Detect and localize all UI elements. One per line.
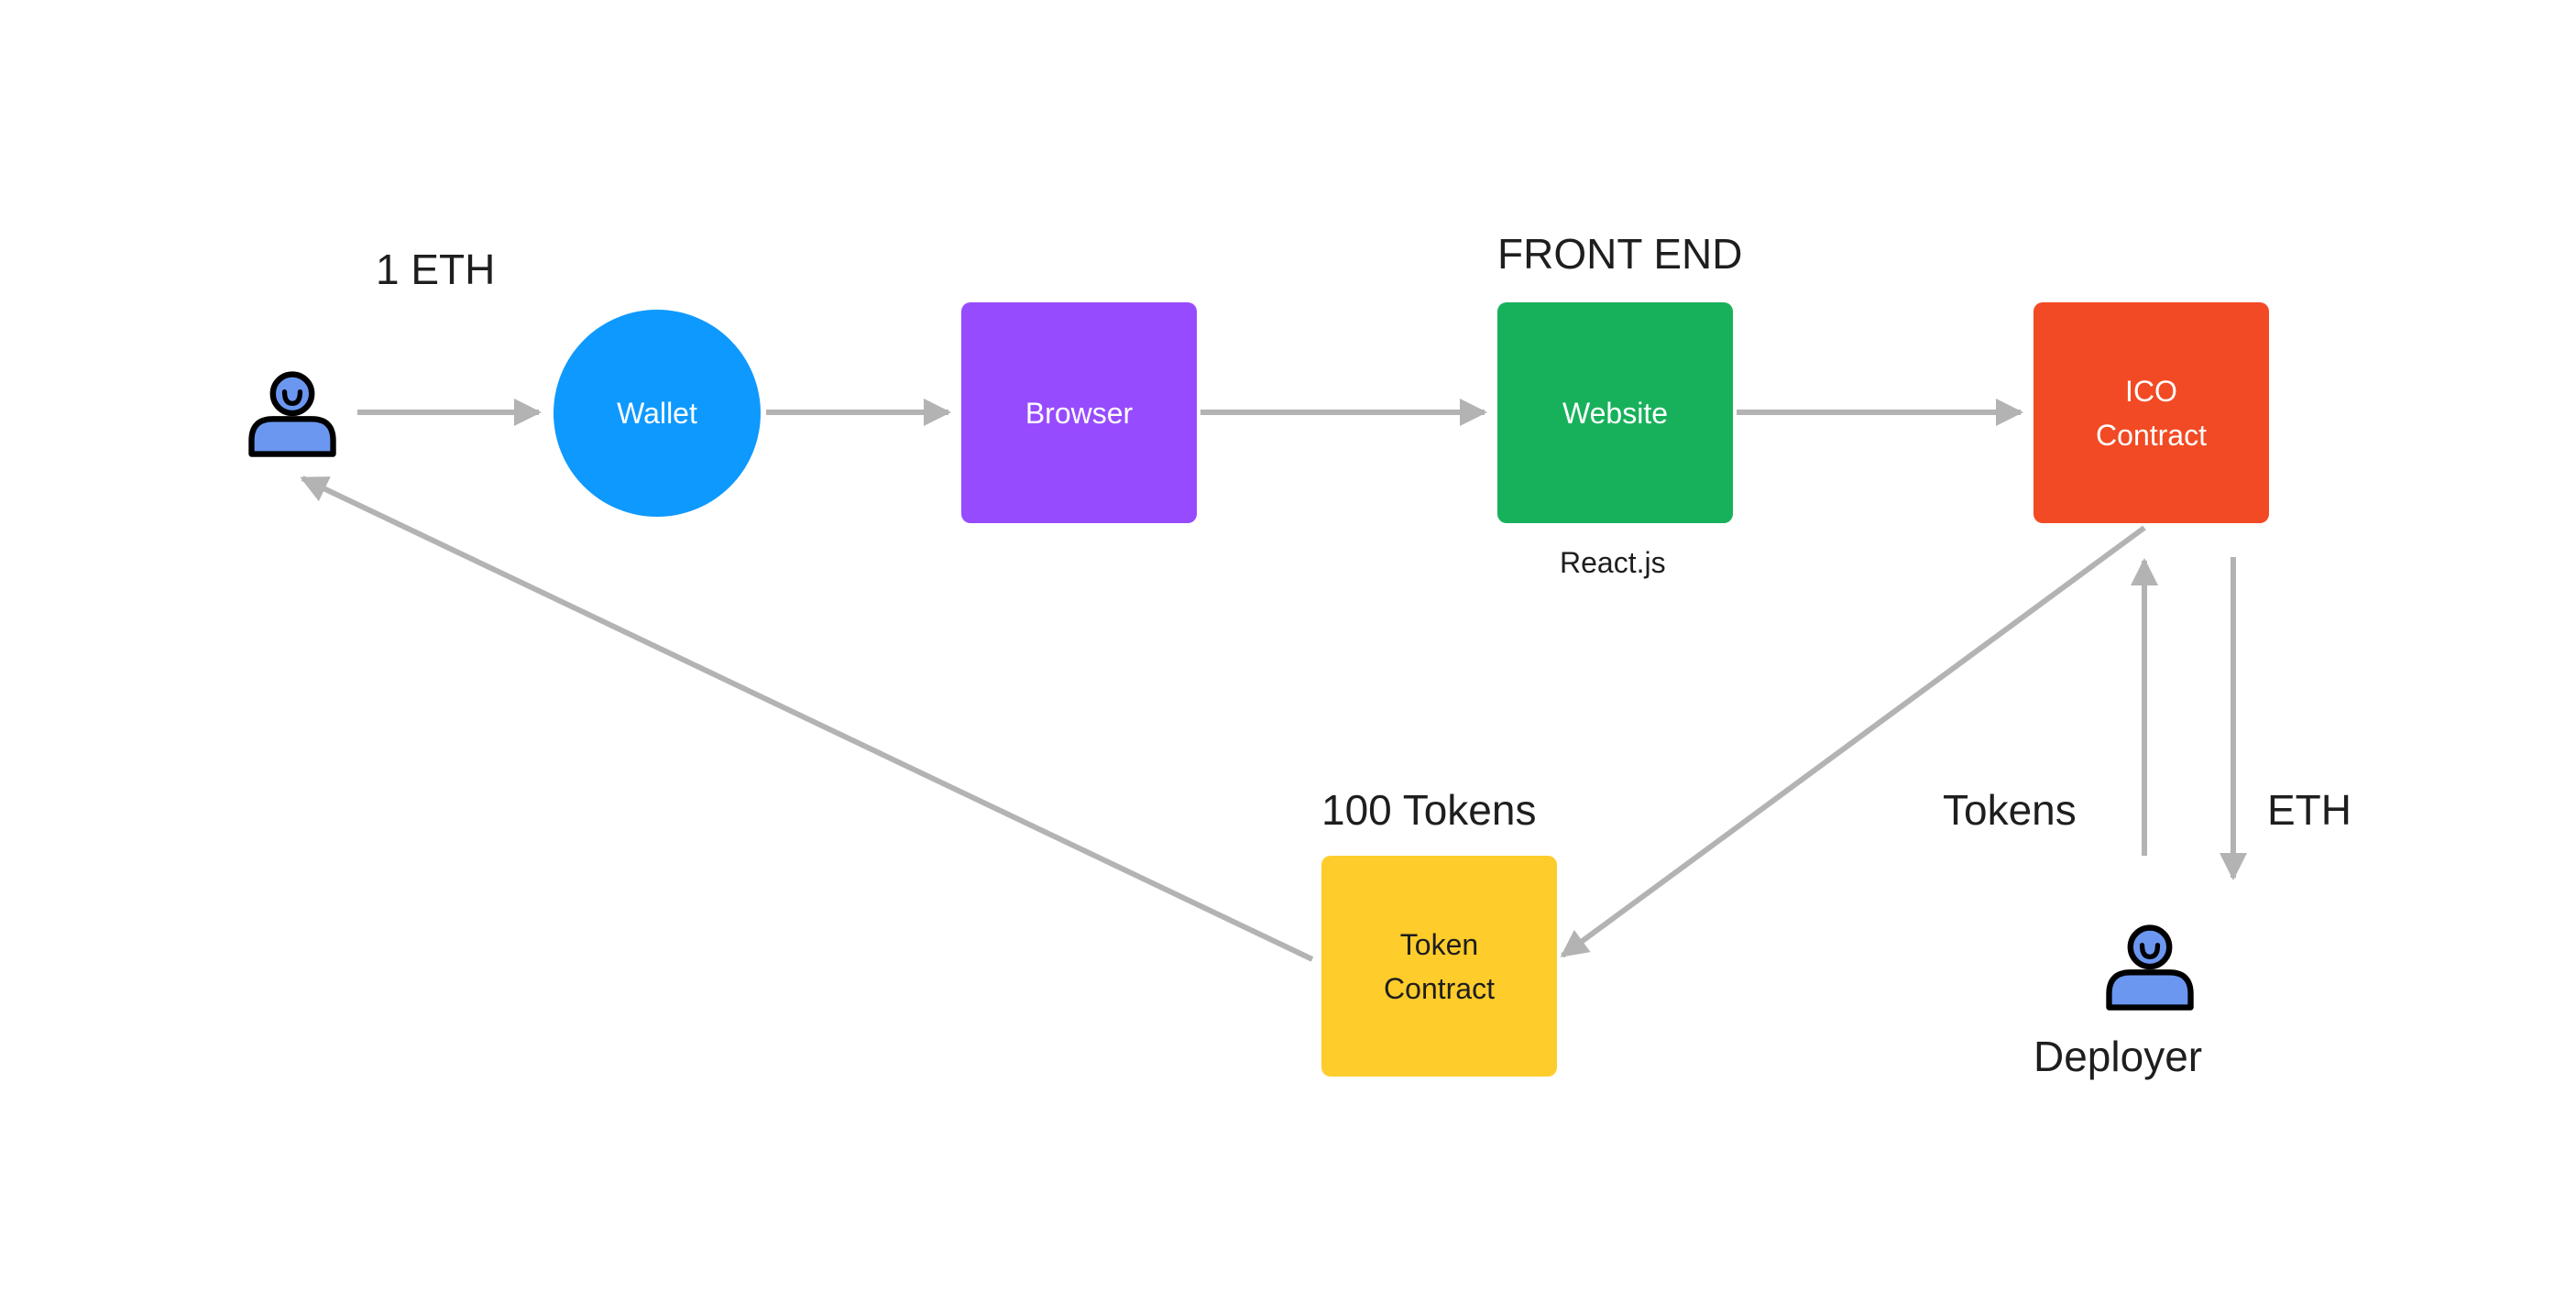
wallet-label: Wallet bbox=[617, 397, 697, 430]
user-icon bbox=[248, 371, 336, 457]
tokens-label: Tokens bbox=[1943, 786, 2077, 834]
edge-ico-contract-to-token-contract bbox=[1560, 525, 2146, 958]
edge-token-contract-to-user bbox=[300, 476, 1314, 962]
deployer-label: Deployer bbox=[2033, 1033, 2203, 1080]
website-node: Website bbox=[1497, 302, 1733, 523]
one-eth-label: 1 ETH bbox=[376, 246, 496, 293]
token-contract-label: Token Contract bbox=[1384, 927, 1495, 1005]
browser-node: Browser bbox=[961, 302, 1197, 523]
ico-contract-label: ICO Contract bbox=[2096, 374, 2207, 452]
eth-label: ETH bbox=[2267, 786, 2351, 834]
browser-label: Browser bbox=[1025, 396, 1134, 430]
front-end-label: FRONT END bbox=[1497, 230, 1743, 278]
hundred-tokens-label: 100 Tokens bbox=[1321, 786, 1537, 834]
deployer-icon bbox=[2106, 924, 2194, 1011]
react-label: React.js bbox=[1560, 546, 1666, 579]
wallet-node: Wallet bbox=[554, 310, 761, 517]
ico-contract-node: ICO Contract bbox=[2033, 302, 2269, 523]
website-label: Website bbox=[1562, 396, 1668, 430]
token-contract-node: Token Contract bbox=[1321, 856, 1557, 1077]
